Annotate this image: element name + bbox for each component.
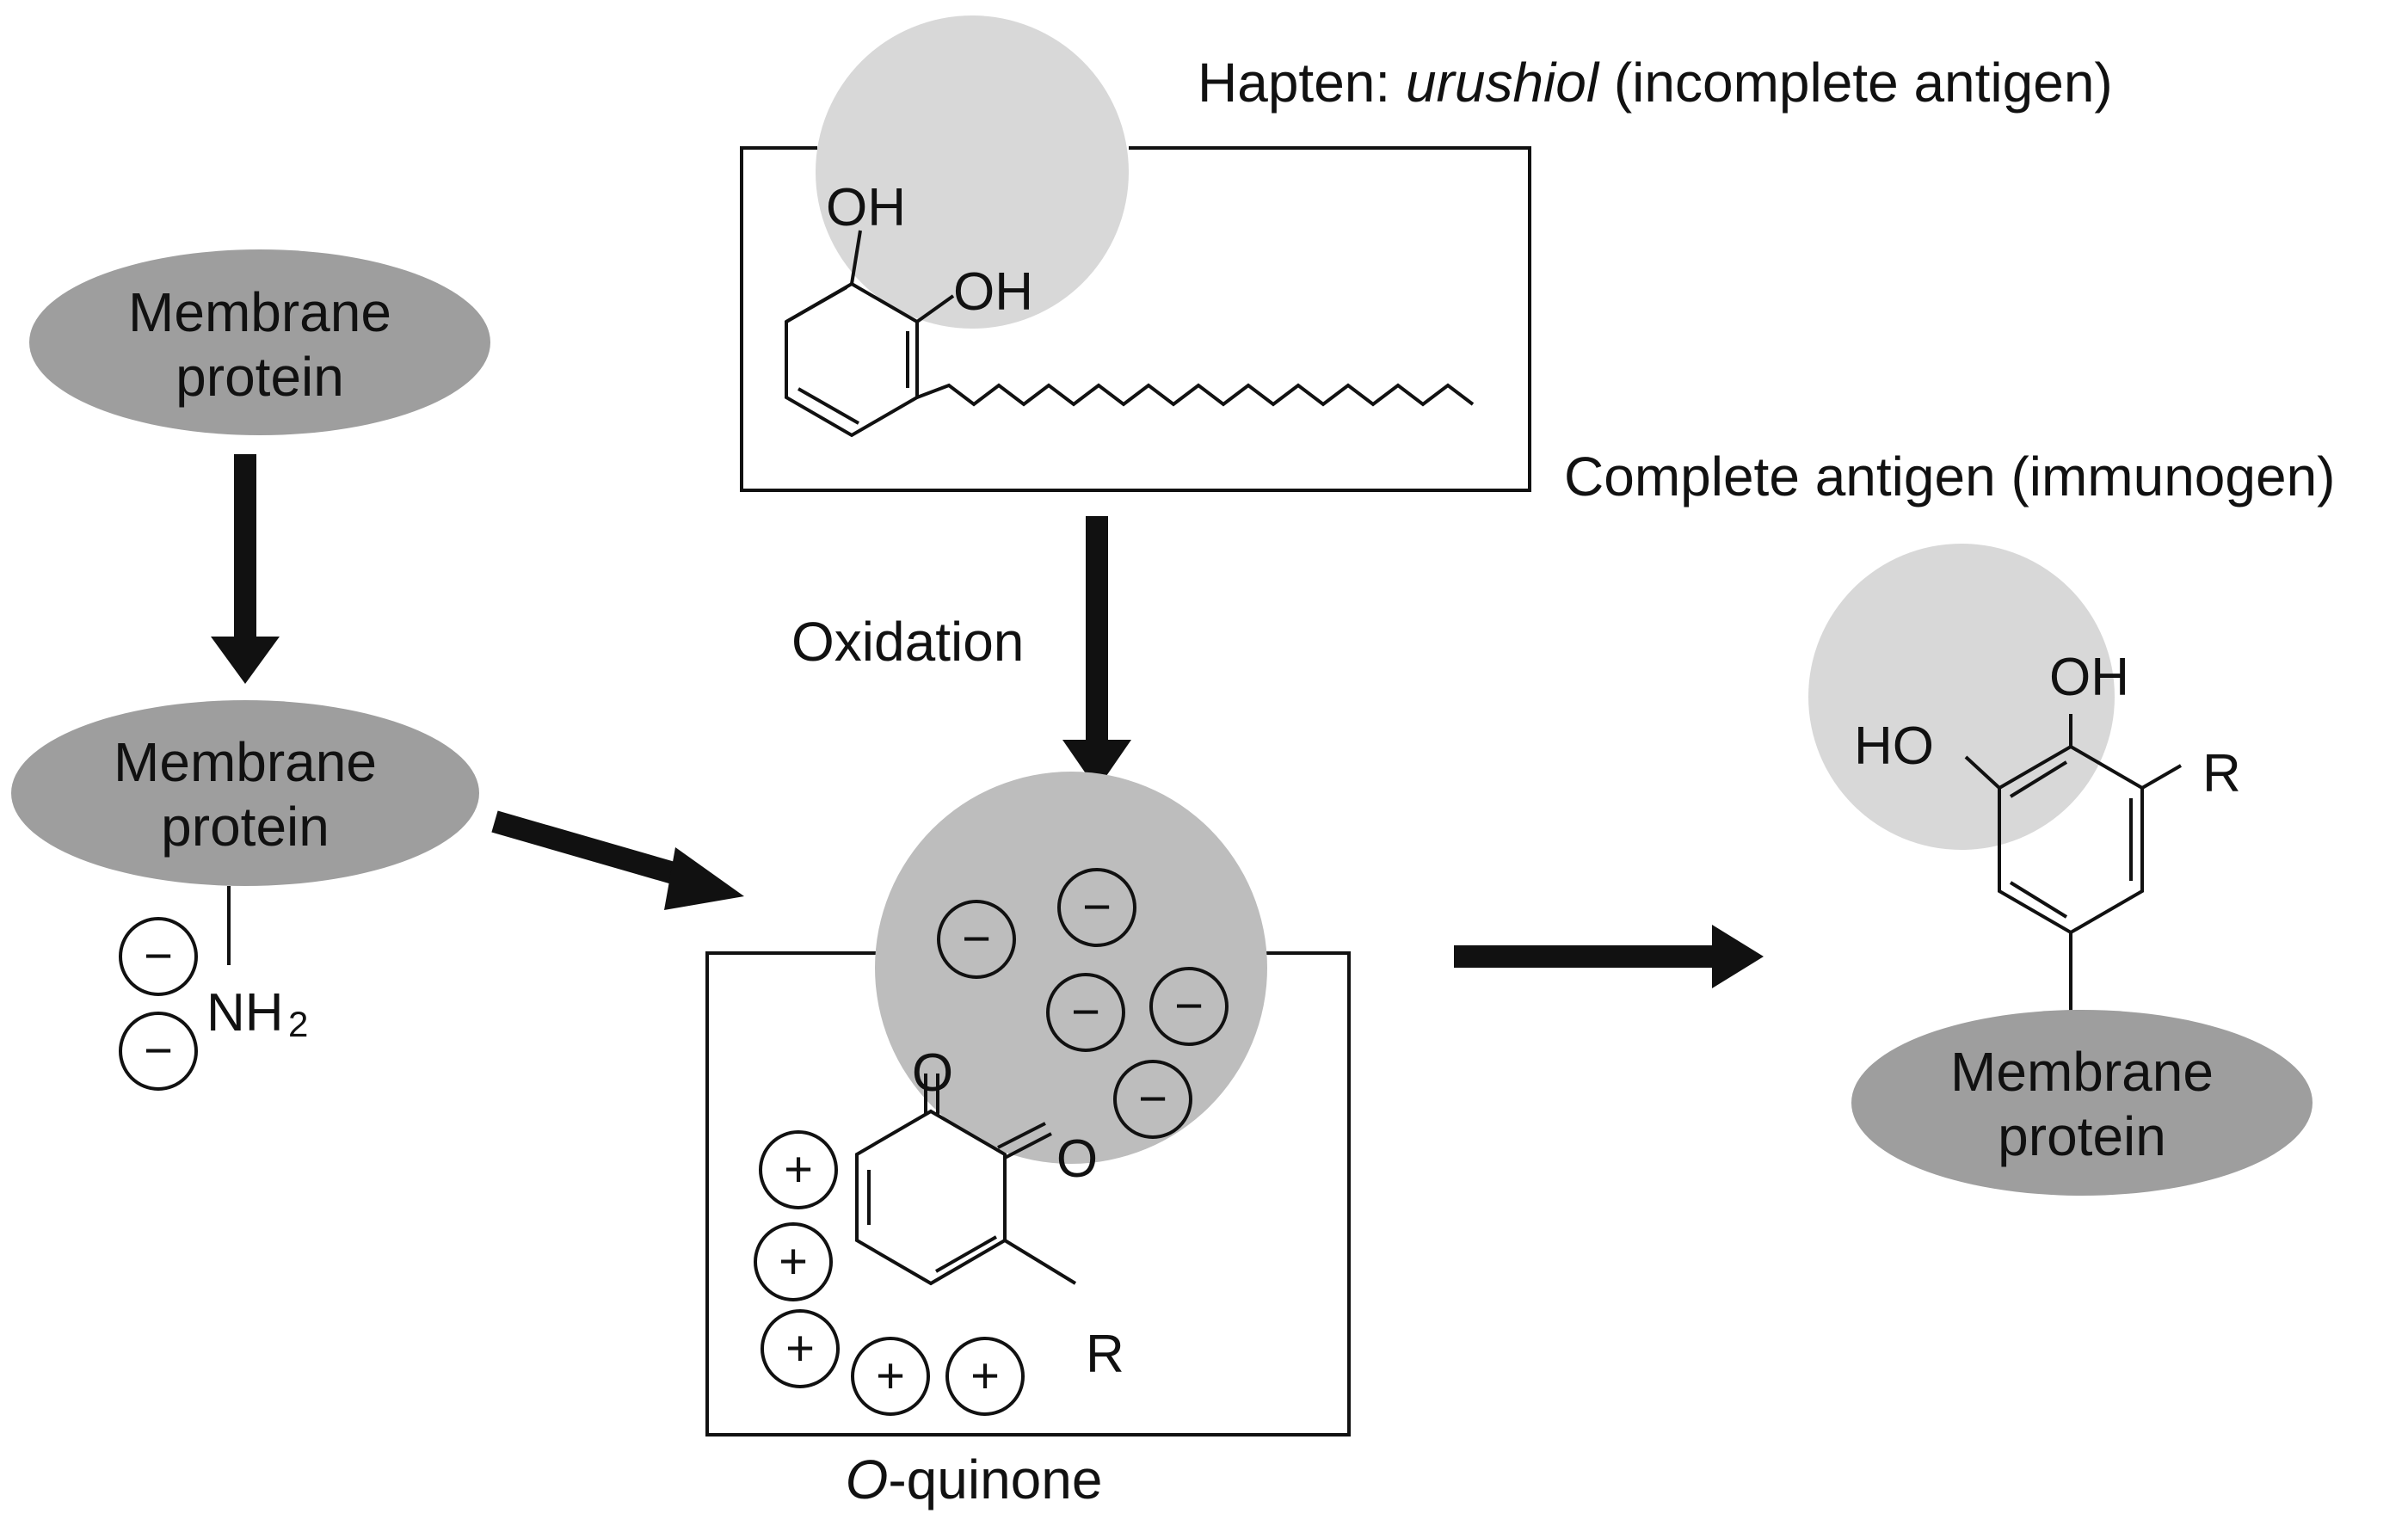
arrow-diagonal [491, 810, 744, 910]
nh-label: NH [206, 983, 284, 1043]
r-group-label: R [2202, 744, 2241, 803]
svg-text:−: − [1174, 978, 1204, 1034]
positive-charge: + [761, 1309, 840, 1388]
svg-text:+: + [779, 1233, 808, 1289]
urushiol-box: OH OH [740, 15, 1531, 492]
negative-charge: − [1113, 1060, 1192, 1139]
positive-charge: + [759, 1130, 838, 1209]
negative-charge: − [119, 917, 198, 996]
membrane-protein-ellipse [11, 700, 479, 886]
positive-charge: + [851, 1337, 930, 1416]
r-group-label: R [1086, 1325, 1124, 1384]
svg-text:+: + [876, 1348, 905, 1404]
antigen-highlight-circle [1808, 544, 2115, 850]
hapten-highlight-circle [816, 15, 1129, 329]
oxygen-label: O [912, 1043, 953, 1103]
negative-charge: − [1046, 973, 1125, 1052]
svg-text:+: + [970, 1348, 1000, 1404]
negative-charge: − [119, 1012, 198, 1091]
arrow-down-center [1062, 516, 1131, 790]
hapten-label: Hapten: urushiol (incomplete antigen) [1198, 52, 2113, 114]
svg-text:+: + [784, 1141, 813, 1197]
membrane-protein-line1: Membrane [128, 281, 391, 343]
svg-text:−: − [144, 928, 173, 984]
catechol-structure [1964, 714, 2183, 1017]
quinone-box-border [705, 951, 1351, 1436]
svg-text:−: − [144, 1023, 173, 1079]
svg-text:−: − [962, 911, 991, 967]
svg-text:−: − [1082, 879, 1112, 935]
negative-charge: − [1149, 967, 1229, 1046]
amine-group: NH 2 [206, 983, 308, 1044]
oh-label: OH [953, 262, 1033, 322]
membrane-protein-ellipse [29, 249, 490, 435]
membrane-protein-top: Membrane protein [29, 249, 490, 435]
oh-label: OH [826, 178, 906, 237]
membrane-protein-line1: Membrane [114, 731, 377, 793]
quinone-highlight-circle [875, 772, 1267, 1164]
arrow-right [1454, 925, 1764, 988]
complete-antigen: OH HO R Membrane protein [1808, 544, 2313, 1196]
negative-charges: − − − − − [937, 868, 1229, 1139]
oxidation-label: Oxidation [791, 611, 1024, 673]
negative-charge: − [937, 900, 1016, 979]
positive-charge: + [945, 1337, 1025, 1416]
complete-antigen-label: Complete antigen (immunogen) [1564, 446, 2335, 508]
oh-label: OH [2049, 648, 2129, 707]
nh-subscript: 2 [288, 1004, 308, 1044]
membrane-protein-middle: Membrane protein NH 2 − − [11, 700, 479, 1091]
membrane-protein-ellipse [1851, 1010, 2313, 1196]
quinone-box: − − − − − + + + + + O O R [705, 772, 1351, 1436]
arrow-down-left [211, 454, 280, 684]
oxygen-label: O [1056, 1129, 1098, 1189]
quinone-caption: O-quinone [846, 1449, 1103, 1510]
quinone-structure [855, 1074, 1077, 1286]
positive-charge: + [754, 1222, 833, 1301]
ho-label: HO [1854, 717, 1934, 776]
svg-text:−: − [1071, 984, 1100, 1040]
positive-charges: + + + + + [754, 1130, 1025, 1416]
membrane-protein-line2: protein [161, 796, 329, 858]
membrane-protein-line2: protein [176, 346, 344, 408]
urushiol-structure [785, 230, 1475, 438]
hapten-box-border [740, 146, 1531, 492]
svg-text:−: − [1138, 1071, 1167, 1127]
membrane-protein-line1: Membrane [1950, 1041, 2214, 1103]
svg-text:+: + [785, 1320, 815, 1376]
negative-charge: − [1057, 868, 1136, 947]
membrane-protein-line2: protein [1998, 1105, 2166, 1167]
